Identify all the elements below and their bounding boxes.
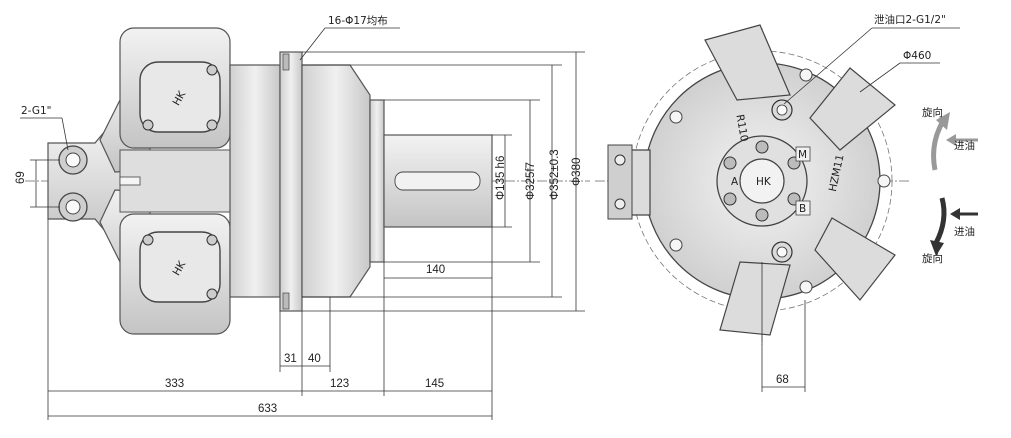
label-oil-in-cw: 进油 (954, 139, 975, 152)
oil-in-arrow-ccw-head (950, 208, 960, 220)
radius-mark: R110 (733, 114, 750, 143)
dim-352: Φ352±0.3 (549, 149, 561, 200)
hub-bolt-1 (755, 140, 769, 154)
dim-69: 69 (15, 171, 27, 184)
cylinder-radial-1 (704, 24, 791, 101)
bolt-head-upper-l (142, 119, 154, 131)
main-body (229, 64, 281, 298)
rotation-arrow-cw (931, 121, 945, 171)
bolt-head-lower-br (206, 288, 218, 300)
hub-bolt-4 (755, 208, 769, 222)
mount-hole-1 (799, 68, 813, 82)
dim-633: 633 (258, 403, 277, 415)
cylinder-cap-lower (139, 231, 221, 303)
drain-bore-upper (776, 104, 788, 116)
bolt-head-upper-r (206, 119, 218, 131)
dim-145: 145 (425, 378, 444, 390)
mark-m: M (798, 149, 807, 161)
pilot-ring (369, 99, 385, 263)
shaft-keyway (394, 171, 481, 191)
bolt-head-upper-tr (206, 64, 218, 76)
flange-bolt-hole-bottom (282, 292, 290, 310)
logo-front: HK (756, 176, 772, 188)
rotation-arrow-ccw (933, 197, 947, 245)
label-oil-in-ccw: 进油 (954, 225, 975, 238)
dim-68: 68 (776, 374, 789, 386)
callout-port: 2-G1" (21, 105, 52, 117)
mark-m-box (795, 146, 811, 162)
front-view: HK M B A HZM11 R110 泄油口2-G1/2" Φ460 68 旋… (595, 13, 978, 392)
front-housing (301, 64, 371, 298)
side-view: HK HK 69 (15, 15, 590, 420)
hub-bolt-6 (723, 156, 737, 170)
mark-b: B (799, 203, 806, 215)
port-bore-lower (65, 199, 81, 215)
hub-bolt-5 (723, 192, 737, 206)
cylinder-radial-4 (719, 261, 791, 336)
bolt-head-lower-r (206, 234, 218, 246)
port-bolt-front-2 (614, 198, 626, 210)
flange-bolt-hole-top (282, 53, 290, 71)
mount-hole-3 (799, 280, 813, 294)
oil-in-arrow-cw-head (946, 134, 956, 146)
port-bolt-front-1 (614, 154, 626, 166)
dim-pilot-diameter: Φ325f7 (525, 162, 537, 200)
rotation-arrow-cw-head (936, 112, 950, 130)
cylinder-radial-2 (809, 67, 896, 151)
mark-a: A (731, 176, 739, 188)
mount-hole-4 (669, 238, 683, 252)
dim-shaft-diameter: Φ135 h6 (495, 156, 507, 200)
cylinder-cap-upper (139, 61, 221, 133)
center-hub (739, 158, 785, 204)
drain-bore-lower (776, 246, 788, 258)
callout-drain: 泄油口2-G1/2" (874, 13, 946, 26)
dim-123: 123 (330, 378, 349, 390)
port-bore-upper (65, 152, 81, 168)
mount-hole-5 (669, 110, 683, 124)
callout-460: Φ460 (903, 50, 931, 62)
mounting-flange (279, 51, 303, 312)
bolt-head-lower-l (142, 234, 154, 246)
dim-40: 40 (308, 353, 321, 365)
dim-140: 140 (426, 264, 445, 276)
callout-bolt-holes: 16-Φ17均布 (328, 15, 388, 27)
label-rot-cw: 旋向 (922, 106, 943, 119)
dim-380: Φ380 (571, 158, 583, 186)
dim-333: 333 (165, 378, 184, 390)
rotation-arrow-ccw-head (930, 240, 944, 256)
side-dimensions: 69 Φ135 h6 Φ325f7 Φ352±0.3 Φ380 140 (15, 15, 585, 420)
label-rot-ccw: 旋向 (922, 252, 943, 265)
cylinder-radial-3 (814, 217, 896, 301)
housing-key (119, 176, 141, 186)
mount-hole-2 (877, 174, 891, 188)
dim-31: 31 (284, 353, 297, 365)
mark-b-box (795, 200, 811, 216)
